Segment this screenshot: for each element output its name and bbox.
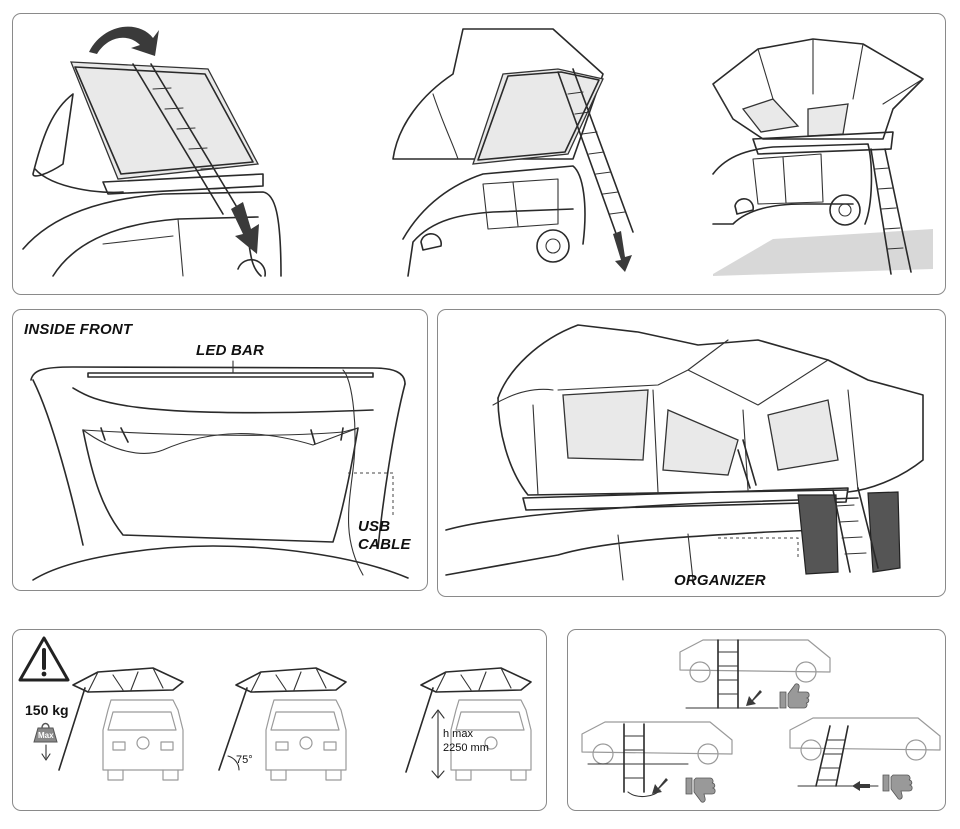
thumbs-down-icon bbox=[882, 774, 913, 800]
down-arrow-icon bbox=[231, 202, 259, 254]
rear-view-3 bbox=[405, 667, 532, 781]
panel-organizer: ORGANIZER bbox=[437, 309, 946, 597]
thumbs-down-icon bbox=[685, 777, 716, 803]
panel-inside-front: INSIDE FRONT LED BAR USB CABLE bbox=[12, 309, 428, 591]
opening-sequence-drawing bbox=[22, 26, 933, 277]
ladder-safety-drawing bbox=[18, 636, 532, 781]
height-max-label-line2: 2250 mm bbox=[443, 742, 489, 754]
usb-cable-label-line2: CABLE bbox=[358, 536, 411, 553]
rear-view-2 bbox=[218, 667, 347, 781]
usb-cable-label-line1: USB bbox=[358, 518, 391, 535]
incorrect-placement-left bbox=[581, 721, 733, 803]
inside-front-label: INSIDE FRONT bbox=[24, 321, 133, 338]
weight-icon bbox=[33, 722, 58, 761]
incorrect-placement-right bbox=[789, 717, 941, 800]
organizer-label: ORGANIZER bbox=[674, 572, 766, 589]
panel-opening-sequence bbox=[12, 13, 946, 295]
inside-front-drawing bbox=[30, 360, 409, 581]
panel-ladder-safety-limits: 150 kg Max 75° h max 2250 mm bbox=[12, 629, 547, 811]
max-badge-label: Max bbox=[38, 731, 54, 740]
height-max-label-line1: h max bbox=[443, 728, 473, 740]
step-1-flip-tent bbox=[22, 61, 282, 277]
down-arrow-icon bbox=[613, 231, 632, 272]
organizer-pocket-left bbox=[797, 494, 839, 575]
step-2-open-tent bbox=[392, 28, 634, 277]
organizer-drawing bbox=[445, 324, 924, 581]
led-bar-label: LED BAR bbox=[196, 342, 265, 359]
organizer-pocket-right bbox=[867, 491, 901, 573]
correct-placement bbox=[679, 639, 831, 709]
rear-view-1 bbox=[58, 667, 184, 781]
step-3-tent-open bbox=[712, 38, 933, 276]
ladder-placement-drawing bbox=[581, 639, 941, 803]
led-bar-strip bbox=[87, 372, 374, 378]
thumbs-up-icon bbox=[779, 683, 810, 709]
weight-limit-label: 150 kg bbox=[25, 702, 69, 718]
rotate-arrow-icon bbox=[89, 26, 159, 56]
panel-ladder-placement bbox=[567, 629, 946, 811]
warning-triangle-icon bbox=[18, 636, 70, 682]
angle-label: 75° bbox=[236, 754, 253, 766]
